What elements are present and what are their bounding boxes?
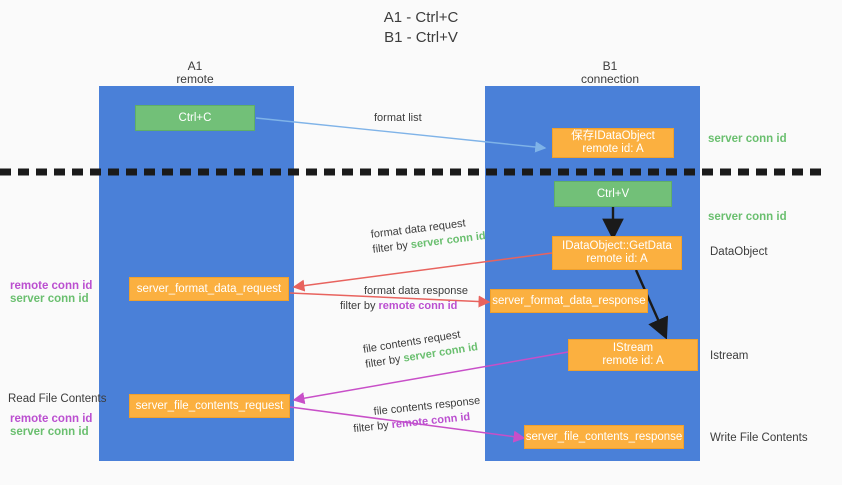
node-save-idataobject[interactable]: 保存IDataObject remote id: A	[552, 128, 674, 158]
node-ctrl-c-label: Ctrl+C	[178, 111, 212, 124]
label-left-read-file-contents: Read File Contents	[8, 393, 107, 405]
node-server-format-data-request[interactable]: server_format_data_request	[129, 277, 289, 301]
lane-a1-name: A1	[187, 59, 203, 73]
lane-header-a1: A1 remote	[125, 60, 265, 86]
node-idataobject-getdata[interactable]: IDataObject::GetData remote id: A	[552, 236, 682, 270]
node-server-file-contents-request[interactable]: server_file_contents_request	[129, 394, 290, 418]
lane-b1-sub: connection	[580, 72, 640, 86]
node-ctrl-v-label: Ctrl+V	[596, 187, 630, 200]
label-right-write-file-contents: Write File Contents	[710, 432, 808, 444]
edgelabel-file-contents-response: file contents response filter by remote …	[353, 394, 483, 435]
label-right-server-conn-id-2: server conn id	[708, 211, 787, 223]
label-right-server-conn-id-1: server conn id	[708, 133, 787, 145]
node-save-idataobject-remoteid: remote id: A	[582, 143, 644, 155]
title-line-1: A1 - Ctrl+C	[383, 9, 459, 26]
node-istream[interactable]: IStream remote id: A	[568, 339, 698, 371]
label-right-dataobject: DataObject	[710, 246, 768, 258]
edgelabel-format-data-response-title: format data response	[364, 285, 468, 297]
node-getdata-label: IDataObject::GetData	[562, 240, 672, 252]
page-title: A1 - Ctrl+C B1 - Ctrl+V	[0, 8, 842, 48]
filter-prefix: filter by	[352, 419, 393, 436]
edgelabel-format-data-response-filter: filter by remote conn id	[340, 299, 468, 314]
node-ctrl-c[interactable]: Ctrl+C	[135, 105, 255, 131]
edgelabel-format-data-response: format data response filter by remote co…	[340, 284, 468, 314]
node-server-file-contents-response-label: server_file_contents_response	[525, 430, 683, 443]
lane-b1-name: B1	[602, 59, 618, 73]
node-ctrl-v[interactable]: Ctrl+V	[554, 181, 672, 207]
filter-prefix: filter by	[340, 300, 379, 312]
edgelabel-format-list: format list	[374, 111, 422, 126]
node-server-file-contents-request-label: server_file_contents_request	[135, 399, 284, 412]
node-server-file-contents-response[interactable]: server_file_contents_response	[524, 425, 684, 449]
node-server-format-data-response[interactable]: server_format_data_response	[490, 289, 648, 313]
filter-prefix: filter by	[371, 239, 412, 256]
node-save-idataobject-label: 保存IDataObject	[571, 130, 655, 142]
node-getdata-remoteid: remote id: A	[586, 253, 648, 265]
label-left-server-conn-id-2: server conn id	[10, 426, 89, 438]
title-line-2: B1 - Ctrl+V	[384, 29, 458, 46]
label-right-istream: Istream	[710, 350, 749, 362]
label-left-server-conn-id-1: server conn id	[10, 293, 89, 305]
node-istream-label: IStream	[612, 342, 654, 354]
node-istream-remoteid: remote id: A	[602, 355, 664, 367]
filter-key-remote-conn-id: remote conn id	[378, 300, 458, 312]
edgelabel-file-contents-request: file contents request filter by server c…	[362, 325, 479, 372]
node-server-format-data-response-label: server_format_data_response	[492, 294, 646, 307]
edgelabel-format-data-request: format data request filter by server con…	[370, 214, 487, 258]
lane-header-b1: B1 connection	[540, 60, 680, 86]
lane-a1-sub: remote	[176, 72, 214, 86]
label-left-remote-conn-id-2: remote conn id	[10, 413, 93, 425]
edgelabel-format-list-text: format list	[374, 112, 422, 124]
label-left-remote-conn-id-1: remote conn id	[10, 280, 93, 292]
node-server-format-data-request-label: server_format_data_request	[136, 282, 282, 295]
